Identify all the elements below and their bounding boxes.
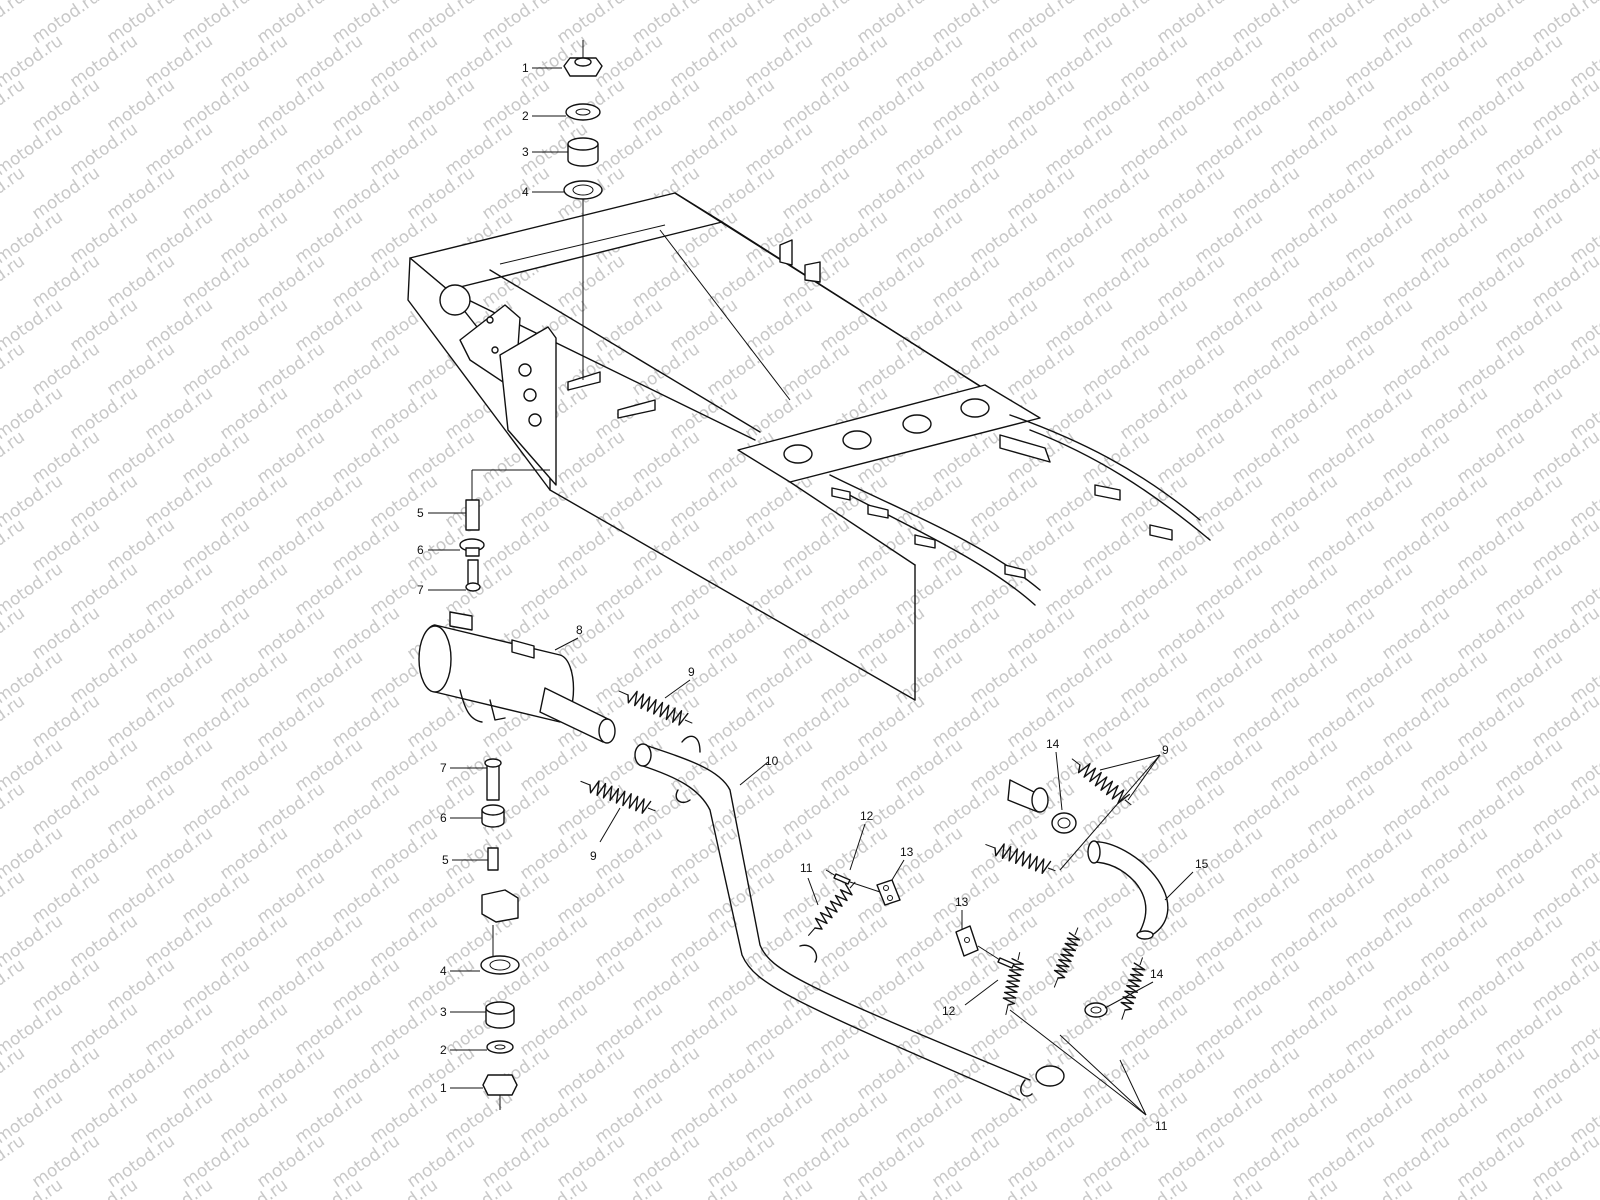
spacer-lower bbox=[487, 847, 499, 871]
spacer-upper bbox=[465, 499, 480, 531]
callout-11-b: 11 bbox=[1155, 1119, 1168, 1133]
spring-11c bbox=[1053, 927, 1081, 988]
spring-9c bbox=[1071, 758, 1132, 806]
callout-5-lower: 5 bbox=[442, 853, 449, 867]
large-washer-upper bbox=[563, 180, 603, 200]
bracket-13b bbox=[955, 925, 979, 957]
spring-coil bbox=[1120, 962, 1146, 1011]
spring-hook bbox=[1074, 927, 1079, 936]
spring-hook bbox=[1047, 867, 1056, 872]
spring-9b bbox=[580, 780, 656, 814]
gasket-14b bbox=[1084, 1002, 1108, 1018]
upper-mount-stack bbox=[563, 40, 603, 380]
washer-upper bbox=[565, 103, 601, 121]
callout-7-lower: 7 bbox=[440, 761, 447, 775]
spring-hook bbox=[849, 881, 856, 889]
springs-9-group bbox=[580, 690, 1146, 1020]
leader-lines bbox=[428, 67, 1194, 1116]
spring-hook bbox=[1071, 758, 1081, 766]
large-washer-lower bbox=[480, 955, 520, 975]
spring-coil bbox=[994, 843, 1052, 874]
callout-3-upper: 3 bbox=[522, 145, 529, 159]
callout-14-b: 14 bbox=[1150, 967, 1164, 981]
nut-upper bbox=[563, 57, 603, 77]
callout-2-upper: 2 bbox=[522, 109, 529, 123]
spring-hook bbox=[1017, 952, 1021, 961]
lower-mount-stack bbox=[480, 758, 520, 1110]
pin-12a bbox=[833, 873, 851, 885]
callout-4-upper: 4 bbox=[522, 185, 529, 199]
callout-1-upper: 1 bbox=[522, 61, 529, 75]
bolt-lower bbox=[486, 764, 500, 801]
spring-hook bbox=[618, 690, 629, 696]
spring-hook bbox=[808, 927, 816, 936]
spring-hook bbox=[1053, 977, 1059, 988]
spring-coil bbox=[589, 780, 652, 814]
callout-13-a: 13 bbox=[900, 845, 914, 859]
callout-12-b: 12 bbox=[942, 1004, 956, 1018]
callout-10: 10 bbox=[765, 754, 779, 768]
callout-8: 8 bbox=[576, 623, 583, 637]
spring-hook bbox=[985, 844, 996, 849]
callout-12-a: 12 bbox=[860, 809, 874, 823]
callout-15: 15 bbox=[1195, 857, 1209, 871]
callout-labels: 1 2 3 4 5 6 7 8 9 7 6 5 9 10 4 3 2 1 12 … bbox=[417, 61, 1209, 1133]
spring-hook bbox=[647, 807, 656, 812]
small-parts bbox=[825, 779, 1169, 1018]
spring-coil bbox=[1077, 763, 1130, 804]
muffler bbox=[418, 611, 616, 744]
chassis-frame bbox=[407, 192, 1211, 701]
spring-hook bbox=[580, 780, 591, 786]
nut-lower bbox=[482, 1074, 518, 1096]
spring-hook bbox=[1139, 957, 1144, 966]
gasket-14a bbox=[1051, 812, 1077, 834]
callout-7-upper: 7 bbox=[417, 583, 424, 597]
callout-2-lower: 2 bbox=[440, 1043, 447, 1057]
washer-lower bbox=[486, 1040, 514, 1054]
bracket-lower bbox=[481, 889, 519, 923]
spring-11a bbox=[808, 881, 856, 936]
spring-hook bbox=[1124, 799, 1132, 806]
callout-11-a: 11 bbox=[800, 861, 813, 875]
callout-14-a: 14 bbox=[1046, 737, 1060, 751]
spring-coil bbox=[627, 690, 689, 726]
spring-11d bbox=[1120, 957, 1146, 1020]
exhaust-pipe bbox=[634, 735, 1065, 1101]
callout-5-upper: 5 bbox=[417, 506, 424, 520]
spring-9a bbox=[618, 690, 693, 726]
callout-1-lower: 1 bbox=[440, 1081, 447, 1095]
callout-13-b: 13 bbox=[955, 895, 969, 909]
spring-hook bbox=[1121, 1009, 1126, 1020]
callout-4-lower: 4 bbox=[440, 964, 447, 978]
callout-9-c: 9 bbox=[1162, 743, 1169, 757]
upper-spacer-stack bbox=[459, 469, 550, 592]
spring-coil bbox=[1053, 932, 1081, 979]
spring-9d bbox=[985, 843, 1056, 874]
callout-9-a: 9 bbox=[688, 665, 695, 679]
callout-6-upper: 6 bbox=[417, 543, 424, 557]
callout-3-lower: 3 bbox=[440, 1005, 447, 1019]
bracket-13a bbox=[876, 879, 901, 906]
spring-coil bbox=[814, 883, 853, 930]
spring-hook bbox=[1005, 1004, 1009, 1016]
pin-12b bbox=[997, 957, 1015, 969]
callout-6-lower: 6 bbox=[440, 811, 447, 825]
spring-hook bbox=[684, 719, 693, 724]
callout-9-b: 9 bbox=[590, 849, 597, 863]
bolt-upper bbox=[467, 559, 479, 586]
